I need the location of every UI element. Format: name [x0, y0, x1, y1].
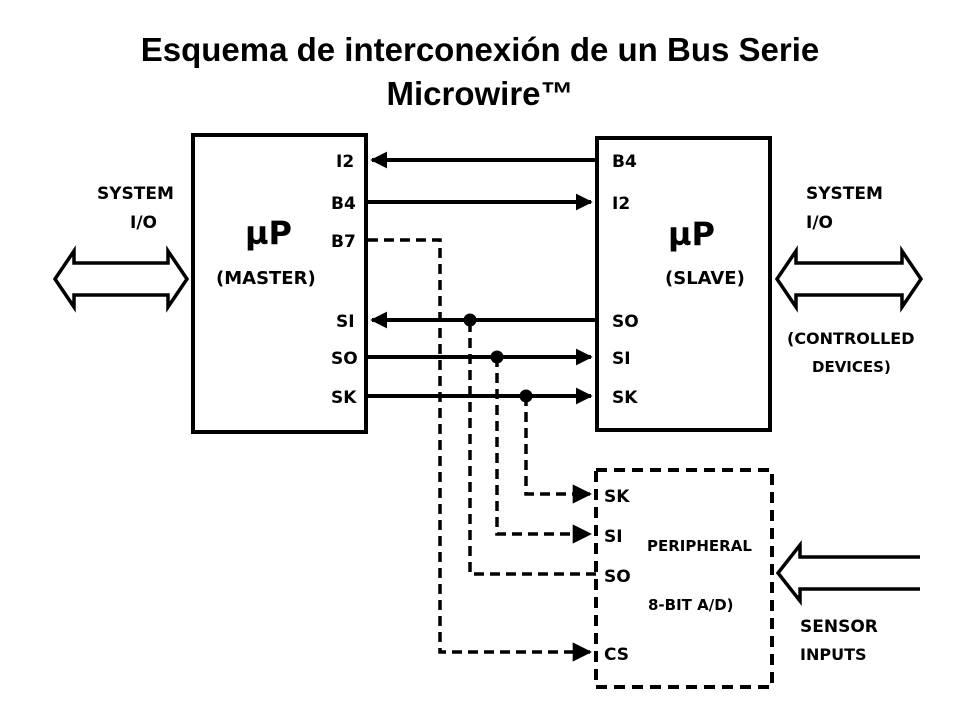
left-system-label: SYSTEM [97, 184, 174, 204]
master-chip-label: µP [245, 214, 292, 252]
master-pin-so: SO [331, 349, 358, 369]
diagram-title: Esquema de interconexión de un Bus Serie… [0, 28, 960, 116]
dashed-so-from-peripheral [468, 320, 596, 576]
peripheral-pin-so: SO [604, 567, 631, 587]
master-pin-sk: SK [331, 388, 357, 408]
master-pin-si: SI [336, 312, 355, 332]
controlled-label: (CONTROLLED [787, 329, 914, 348]
right-system-io-arrow [774, 245, 924, 313]
dashed-b7-to-cs [368, 238, 592, 662]
sensor-label: SENSOR [800, 617, 878, 637]
left-system-io-arrow [52, 245, 190, 313]
peripheral-name-label: PERIPHERAL [647, 537, 752, 555]
slave-box [595, 136, 772, 432]
master-pin-b7: B7 [331, 232, 356, 252]
master-box [191, 133, 368, 434]
peripheral-pin-cs: CS [604, 645, 629, 665]
slave-chip-label: µP [668, 215, 715, 253]
title-line-1: Esquema de interconexión de un Bus Serie [140, 31, 820, 68]
master-pin-i2: I2 [336, 152, 354, 172]
peripheral-type-label: 8-BIT A/D) [648, 596, 734, 614]
slave-pin-so: SO [612, 312, 639, 332]
inputs-label: INPUTS [800, 645, 867, 664]
right-io-label: I/O [806, 213, 833, 233]
dashed-sk-to-peripheral [524, 396, 592, 504]
sensor-input-arrow [775, 539, 920, 607]
left-io-label: I/O [130, 213, 157, 233]
dashed-si-to-peripheral [495, 357, 592, 544]
devices-label: DEVICES) [812, 358, 891, 376]
master-role-label: (MASTER) [216, 268, 316, 289]
right-system-label: SYSTEM [806, 184, 883, 204]
slave-pin-b4: B4 [612, 152, 637, 172]
slave-pin-sk: SK [612, 388, 638, 408]
master-pin-b4: B4 [331, 194, 356, 214]
slave-pin-i2: I2 [612, 194, 630, 214]
junction-so-bus [463, 313, 477, 327]
peripheral-pin-si: SI [604, 527, 623, 547]
peripheral-pin-sk: SK [604, 487, 630, 507]
title-line-2: Microwire™ [386, 75, 574, 112]
slave-pin-si: SI [612, 349, 631, 369]
slave-role-label: (SLAVE) [665, 268, 745, 289]
